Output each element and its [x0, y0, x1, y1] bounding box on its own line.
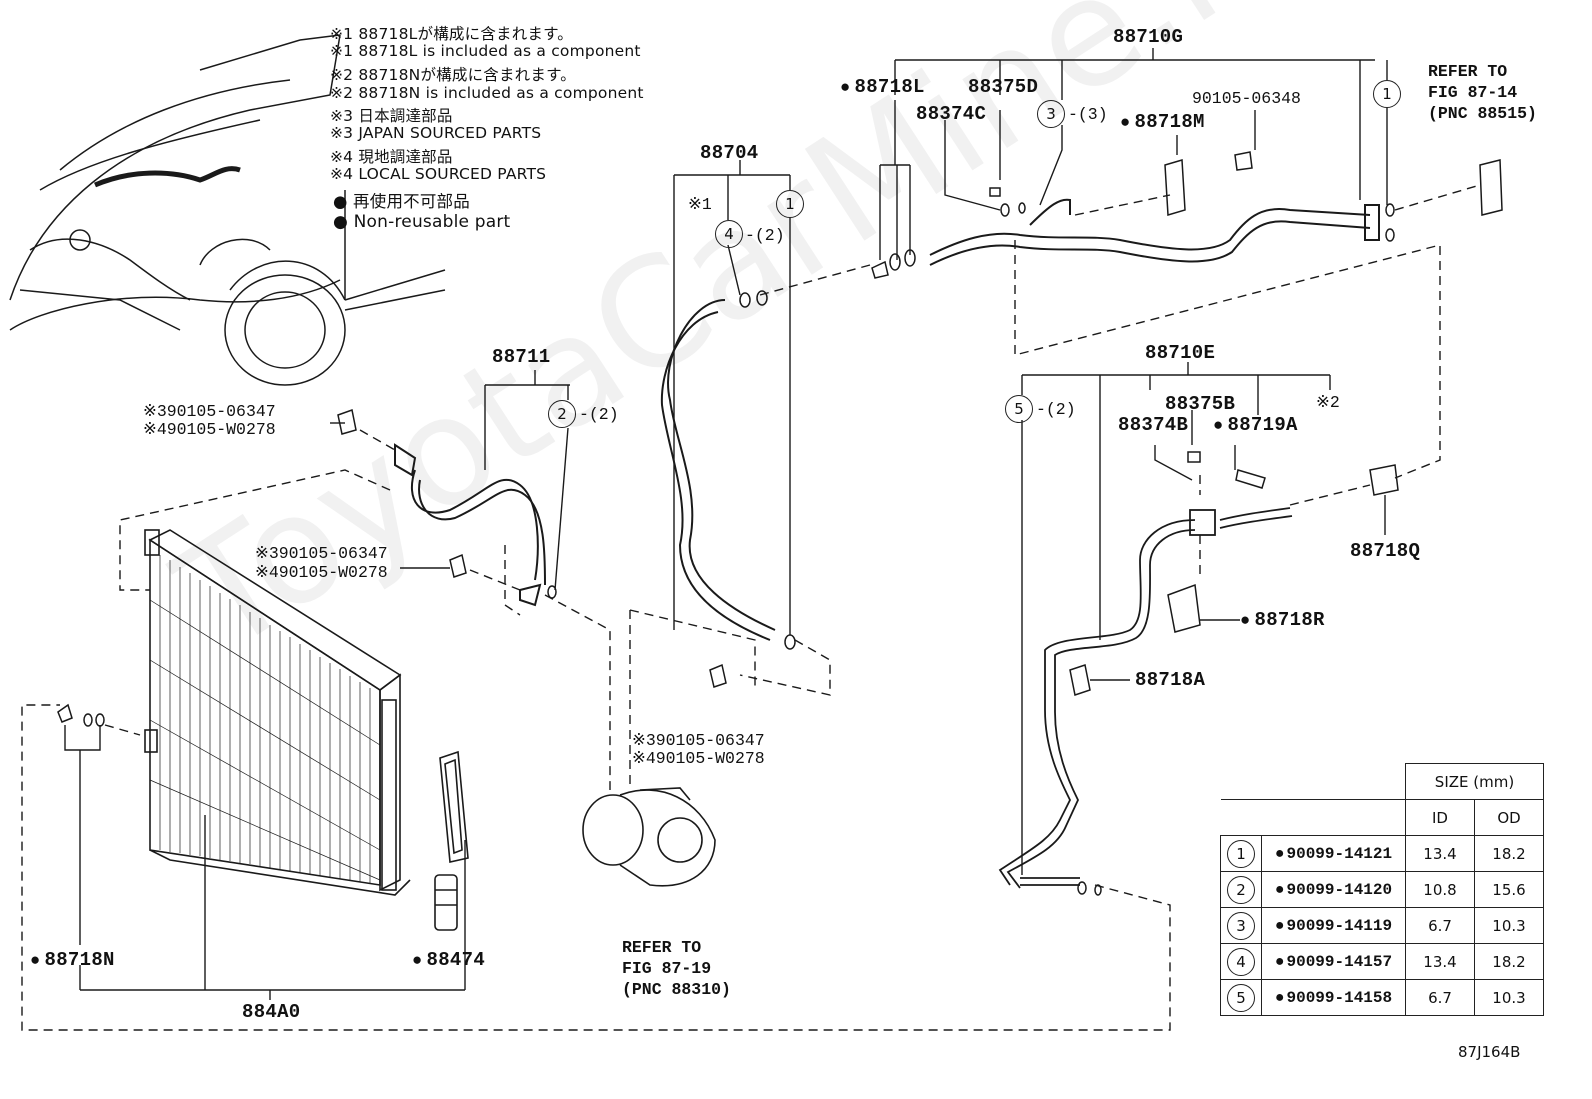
- row-part-number[interactable]: 90099-14158: [1261, 979, 1406, 1016]
- size-table-blank: [1220, 763, 1406, 800]
- pipe-88710G: [929, 198, 1380, 266]
- note-2-ja: ※2 88718Nが構成に含まれます。: [330, 66, 576, 84]
- label-88374B[interactable]: 88374B: [1118, 414, 1189, 436]
- size-table-blank: [1220, 799, 1406, 836]
- table-row: 1 90099-14121 13.4 18.2: [1220, 835, 1544, 872]
- refer-fig-87-19-line1: REFER TO: [622, 938, 702, 957]
- label-88718N[interactable]: 88718N: [30, 949, 115, 971]
- callout-2[interactable]: 2: [548, 400, 576, 428]
- label-bolt-lower-b[interactable]: ※490105-W0278: [632, 749, 765, 768]
- callout-1-pipe[interactable]: 1: [1373, 80, 1401, 108]
- label-88718M[interactable]: 88718M: [1120, 111, 1205, 133]
- label-88710E[interactable]: 88710E: [1145, 342, 1216, 364]
- label-88718R[interactable]: 88718R: [1240, 609, 1325, 631]
- label-884A0[interactable]: 884A0: [242, 1001, 301, 1023]
- table-row: 2 90099-14120 10.8 15.6: [1220, 871, 1544, 908]
- row-number: 5: [1227, 983, 1255, 1012]
- note-4-en: ※4 LOCAL SOURCED PARTS: [330, 165, 547, 183]
- size-table-col-od: OD: [1474, 799, 1544, 836]
- size-table-col-id: ID: [1405, 799, 1475, 836]
- label-bolt-lower-a[interactable]: ※390105-06347: [632, 731, 765, 750]
- size-table: SIZE (mm) ID OD 1 90099-14121 13.4 18.2 …: [1220, 763, 1544, 1016]
- label-88719A[interactable]: 88719A: [1213, 414, 1298, 436]
- figure-code: 87J164B: [1458, 1043, 1521, 1061]
- label-88374C[interactable]: 88374C: [916, 103, 987, 125]
- label-bolt-upper-a[interactable]: ※390105-06347: [143, 402, 276, 421]
- compressor: [582, 787, 716, 887]
- refer-fig-87-14-line2: FIG 87-14: [1428, 83, 1518, 102]
- label-88375B[interactable]: 88375B: [1165, 393, 1236, 415]
- note-nonreusable-ja: ● 再使用不可部品: [333, 192, 470, 211]
- callout-5-qty: -(2): [1036, 400, 1076, 419]
- mark-note-1: ※1: [688, 195, 712, 214]
- row-id: 6.7: [1405, 979, 1475, 1016]
- note-1-ja: ※1 88718Lが構成に含まれます。: [330, 25, 573, 43]
- vehicle-illustration: [9, 34, 446, 386]
- row-number: 3: [1227, 911, 1255, 940]
- dashed-lines: [21, 184, 1481, 1031]
- mark-note-2: ※2: [1316, 393, 1340, 412]
- row-part-number[interactable]: 90099-14121: [1261, 835, 1406, 872]
- refer-fig-87-14-line1: REFER TO: [1428, 62, 1508, 81]
- table-row: 3 90099-14119 6.7 10.3: [1220, 907, 1544, 944]
- label-88718A[interactable]: 88718A: [1135, 669, 1206, 691]
- row-od: 10.3: [1474, 907, 1544, 944]
- label-88711[interactable]: 88711: [492, 346, 551, 368]
- row-od: 18.2: [1474, 835, 1544, 872]
- note-3-en: ※3 JAPAN SOURCED PARTS: [330, 124, 542, 142]
- callout-2-qty: -(2): [579, 405, 619, 424]
- row-id: 10.8: [1405, 871, 1475, 908]
- note-nonreusable-en: ● Non-reusable part: [333, 212, 511, 232]
- note-4-ja: ※4 現地調達部品: [330, 148, 453, 166]
- row-number: 1: [1227, 839, 1255, 868]
- label-bolt-middle-a[interactable]: ※390105-06347: [255, 544, 388, 563]
- hose-88704: [660, 299, 776, 641]
- note-3-ja: ※3 日本調達部品: [330, 107, 453, 125]
- filter-88474: [434, 750, 469, 931]
- row-part-number[interactable]: 90099-14120: [1261, 871, 1406, 908]
- callout-3-qty: -(3): [1068, 105, 1108, 124]
- label-88375D[interactable]: 88375D: [968, 76, 1039, 98]
- condenser-884A0: [144, 529, 411, 896]
- row-number: 2: [1227, 875, 1255, 904]
- callout-5[interactable]: 5: [1005, 395, 1033, 423]
- label-88710G[interactable]: 88710G: [1113, 26, 1184, 48]
- note-1-en: ※1 88718L is included as a component: [330, 42, 641, 60]
- row-number: 4: [1227, 947, 1255, 976]
- note-2-en: ※2 88718N is included as a component: [330, 84, 644, 102]
- label-88718Q[interactable]: 88718Q: [1350, 540, 1421, 562]
- label-90105-06348[interactable]: 90105-06348: [1192, 89, 1301, 108]
- size-table-title: SIZE (mm): [1405, 763, 1544, 800]
- callout-4-qty: -(2): [745, 226, 785, 245]
- hose-88711: [394, 443, 546, 607]
- row-od: 10.3: [1474, 979, 1544, 1016]
- callout-3[interactable]: 3: [1037, 100, 1065, 128]
- refer-fig-87-14-line3: (PNC 88515): [1428, 104, 1537, 123]
- label-88718L[interactable]: 88718L: [840, 76, 925, 98]
- row-part-number[interactable]: 90099-14157: [1261, 943, 1406, 980]
- row-id: 13.4: [1405, 943, 1475, 980]
- label-88704[interactable]: 88704: [700, 142, 759, 164]
- row-id: 13.4: [1405, 835, 1475, 872]
- callout-1-hose[interactable]: 1: [776, 190, 804, 218]
- row-od: 15.6: [1474, 871, 1544, 908]
- refer-fig-87-19-line2: FIG 87-19: [622, 959, 712, 978]
- row-part-number[interactable]: 90099-14119: [1261, 907, 1406, 944]
- label-88474[interactable]: 88474: [412, 949, 485, 971]
- refer-fig-87-19-line3: (PNC 88310): [622, 980, 731, 999]
- label-bolt-upper-b[interactable]: ※490105-W0278: [143, 420, 276, 439]
- row-id: 6.7: [1405, 907, 1475, 944]
- table-row: 4 90099-14157 13.4 18.2: [1220, 943, 1544, 980]
- pipe-88710E: [998, 507, 1293, 889]
- leader-lines: [64, 48, 1388, 1000]
- row-od: 18.2: [1474, 943, 1544, 980]
- table-row: 5 90099-14158 6.7 10.3: [1220, 979, 1544, 1016]
- label-bolt-middle-b[interactable]: ※490105-W0278: [255, 563, 388, 582]
- callout-4[interactable]: 4: [715, 220, 743, 248]
- o-rings: [57, 151, 1503, 896]
